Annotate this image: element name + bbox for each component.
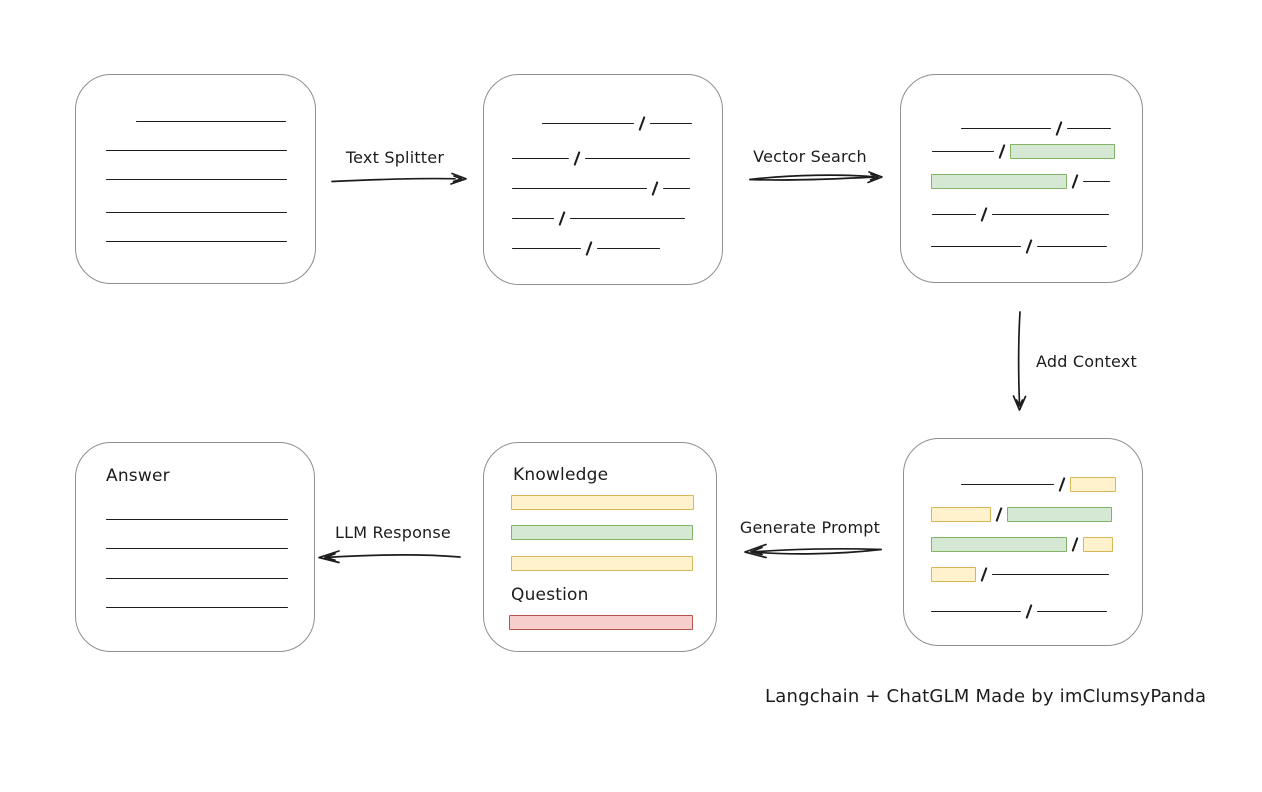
text-line xyxy=(106,548,288,549)
text-line xyxy=(106,212,287,213)
text-line xyxy=(512,187,647,189)
chunk-row xyxy=(961,475,1116,493)
llm-response-label: LLM Response xyxy=(335,523,451,542)
add-context-label: Add Context xyxy=(1036,352,1137,371)
text-line xyxy=(992,573,1109,575)
slash-separator xyxy=(1055,120,1063,136)
chunk-row xyxy=(512,209,685,227)
chunk-highlight-yellow xyxy=(1070,476,1116,492)
slash-separator xyxy=(1071,536,1079,552)
text-line xyxy=(1037,245,1107,247)
chunk-row xyxy=(542,114,692,132)
text-line xyxy=(570,217,685,219)
question-label: Question xyxy=(511,585,589,605)
answer-label: Answer xyxy=(106,466,170,486)
chunk-row xyxy=(512,239,660,257)
chunk-row xyxy=(931,565,1109,583)
chunk-highlight-yellow xyxy=(931,506,991,522)
slash-separator xyxy=(980,206,988,222)
text-line xyxy=(106,241,287,242)
chunk-highlight-green xyxy=(931,536,1067,552)
text-splitter-arrow-icon xyxy=(331,172,467,185)
add-context-arrow-icon xyxy=(1012,311,1027,411)
chunk-highlight-yellow xyxy=(931,566,976,582)
chunk-row xyxy=(512,149,690,167)
slash-separator xyxy=(1025,603,1033,619)
knowledge-label: Knowledge xyxy=(513,465,609,485)
text-line xyxy=(1083,180,1110,182)
text-line xyxy=(106,607,288,608)
green-bar xyxy=(511,525,693,540)
text-line xyxy=(1037,610,1107,612)
chunk-row xyxy=(932,142,1115,160)
text-line xyxy=(585,157,690,159)
chunk-row xyxy=(961,119,1111,137)
vector-matched-chunks-box xyxy=(900,74,1143,283)
slash-separator xyxy=(998,143,1006,159)
prompt-box: Knowledge Question xyxy=(483,442,717,652)
chunk-highlight-green xyxy=(1007,506,1112,522)
text-line xyxy=(931,610,1021,612)
slash-separator xyxy=(638,115,646,131)
chunk-row xyxy=(931,535,1113,553)
red-bar xyxy=(509,615,693,630)
text-line xyxy=(542,122,634,124)
text-line xyxy=(932,213,976,215)
text-line xyxy=(106,519,288,520)
chunk-row xyxy=(931,172,1110,190)
source-document-box xyxy=(75,74,316,284)
slash-separator xyxy=(1071,173,1079,189)
slash-separator xyxy=(558,210,566,226)
chunk-row xyxy=(932,205,1109,223)
diagram-caption: Langchain + ChatGLM Made by imClumsyPand… xyxy=(765,686,1207,707)
text-line xyxy=(597,247,660,249)
text-line xyxy=(512,157,569,159)
yellow-bar xyxy=(511,495,694,510)
slash-separator xyxy=(585,240,593,256)
yellow-bar xyxy=(511,556,693,571)
text-line xyxy=(136,121,286,122)
chunk-row xyxy=(931,237,1107,255)
slash-separator xyxy=(995,506,1003,522)
context-chunks-box xyxy=(903,438,1143,646)
chunk-row xyxy=(931,602,1107,620)
generate-prompt-arrow-icon xyxy=(744,543,882,559)
chunk-row xyxy=(512,179,690,197)
vector-search-arrow-icon xyxy=(749,171,883,184)
text-line xyxy=(512,217,554,219)
slash-separator xyxy=(1025,238,1033,254)
slash-separator xyxy=(573,150,581,166)
text-line xyxy=(961,127,1051,129)
text-line xyxy=(512,247,581,249)
chunk-highlight-yellow xyxy=(1083,536,1113,552)
text-line xyxy=(931,245,1021,247)
chunk-row xyxy=(931,505,1112,523)
text-line xyxy=(1067,127,1111,129)
text-line xyxy=(992,213,1109,215)
split-chunks-box xyxy=(483,74,723,285)
text-splitter-label: Text Splitter xyxy=(345,148,445,167)
text-line xyxy=(106,578,288,579)
text-line xyxy=(106,179,287,180)
chunk-highlight-green xyxy=(931,173,1067,189)
vector-search-label: Vector Search xyxy=(753,147,867,166)
chunk-highlight-green xyxy=(1010,143,1115,159)
slash-separator xyxy=(1058,476,1066,492)
text-line xyxy=(961,483,1054,485)
llm-response-arrow-icon xyxy=(318,550,461,564)
slash-separator xyxy=(980,566,988,582)
text-line xyxy=(663,187,690,189)
generate-prompt-label: Generate Prompt xyxy=(739,518,881,537)
text-line xyxy=(106,150,287,151)
text-line xyxy=(932,150,994,152)
answer-box: Answer xyxy=(75,442,315,652)
text-line xyxy=(650,122,692,124)
slash-separator xyxy=(651,180,659,196)
